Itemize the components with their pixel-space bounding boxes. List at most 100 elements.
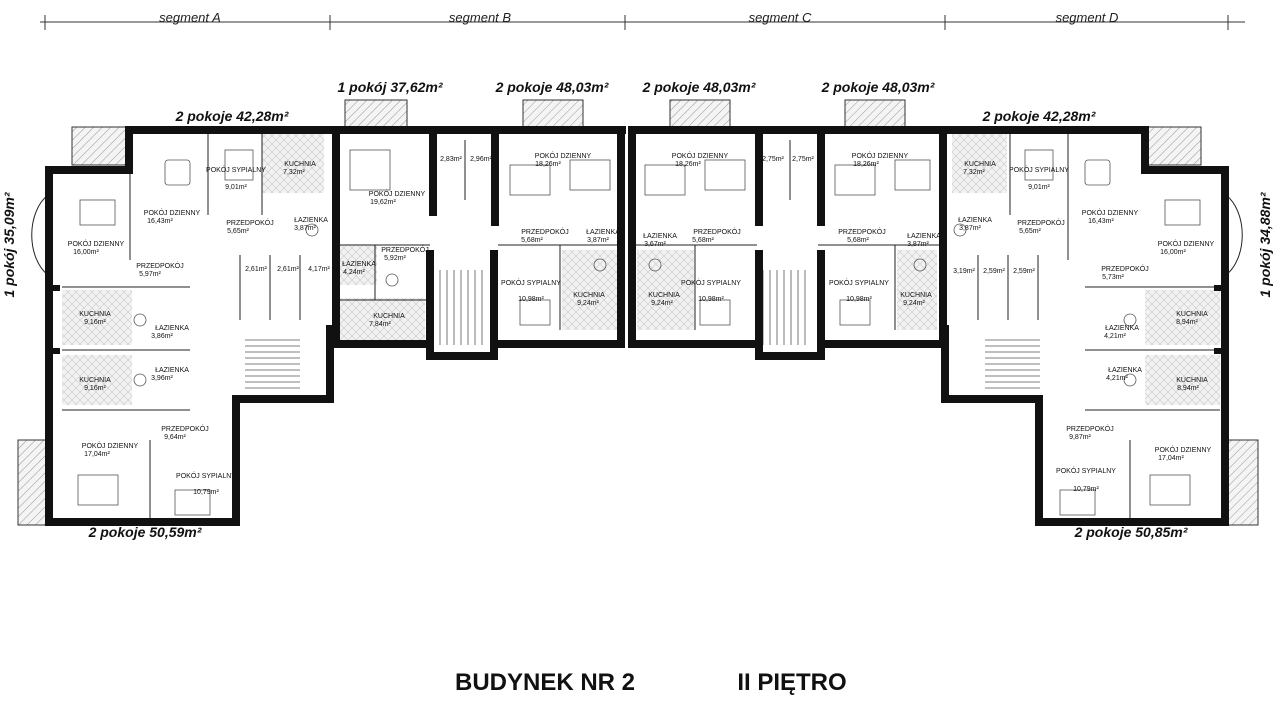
furniture bbox=[77, 149, 1201, 516]
room-name: POKÓJ DZIENNY bbox=[1158, 239, 1215, 248]
room-area: 5,97m² bbox=[139, 271, 161, 278]
storage-area: 2,61m² bbox=[245, 266, 267, 273]
room-area: 18,26m² bbox=[535, 161, 561, 168]
room-name: POKÓJ DZIENNY bbox=[68, 239, 125, 248]
apartment-label-a-bottom: 2 pokoje 50,59m² bbox=[88, 524, 202, 540]
room-area: 10,79m² bbox=[1073, 486, 1099, 493]
room-name: KUCHNIA bbox=[648, 292, 680, 299]
segment-dimension-line bbox=[40, 15, 1245, 30]
room-area: 16,00m² bbox=[73, 249, 99, 256]
room-name: KUCHNIA bbox=[1176, 311, 1208, 318]
room-name: POKÓJ SYPIALNY bbox=[681, 278, 741, 287]
room-name: ŁAZIENKA bbox=[958, 217, 992, 224]
room-name: KUCHNIA bbox=[964, 161, 996, 168]
room-name: PRZEDPOKÓJ bbox=[381, 245, 428, 254]
room-area: 3,87m² bbox=[587, 237, 609, 244]
apartment-label-b-right: 2 pokoje 48,03m² bbox=[495, 79, 609, 95]
room-area: 3,67m² bbox=[644, 241, 666, 248]
room-area: 10,98m² bbox=[518, 296, 544, 303]
balconies bbox=[17, 99, 1259, 526]
room-name: ŁAZIENKA bbox=[586, 229, 620, 236]
apartment-label-c-right: 2 pokoje 48,03m² bbox=[821, 79, 935, 95]
room-area: 8,94m² bbox=[1176, 319, 1198, 326]
storage-area: 2,96m² bbox=[470, 156, 492, 163]
room-name: POKÓJ SYPIALNY bbox=[176, 471, 236, 480]
floor-title: II PIĘTRO bbox=[737, 669, 846, 696]
room-area: 9,64m² bbox=[164, 434, 186, 441]
apartment-label-b-left: 1 pokój 37,62m² bbox=[337, 79, 442, 95]
room-area: 4,21m² bbox=[1106, 375, 1128, 382]
room-name: KUCHNIA bbox=[573, 292, 605, 299]
room-area: 9,01m² bbox=[1028, 184, 1050, 191]
room-area: 4,24m² bbox=[343, 269, 365, 276]
exterior-walls bbox=[45, 126, 1229, 526]
room-name: ŁAZIENKA bbox=[907, 233, 941, 240]
apartment-label-d-top: 2 pokoje 42,28m² bbox=[982, 108, 1096, 124]
room-area: 8,94m² bbox=[1177, 385, 1199, 392]
room-area: 9,16m² bbox=[84, 319, 106, 326]
room-name: POKÓJ DZIENNY bbox=[82, 441, 139, 450]
room-area: 16,00m² bbox=[1160, 249, 1186, 256]
storage-area: 2,83m² bbox=[440, 156, 462, 163]
room-area: 3,87m² bbox=[294, 225, 316, 232]
room-name: ŁAZIENKA bbox=[155, 325, 189, 332]
storage-area: 4,17m² bbox=[308, 266, 330, 273]
room-area: 17,04m² bbox=[84, 451, 110, 458]
storage-area: 2,59m² bbox=[983, 268, 1005, 275]
room-area: 3,86m² bbox=[151, 333, 173, 340]
room-area: 5,92m² bbox=[384, 255, 406, 262]
room-name: POKÓJ DZIENNY bbox=[144, 208, 201, 217]
room-area: 5,65m² bbox=[1019, 228, 1041, 235]
room-name: ŁAZIENKA bbox=[342, 261, 376, 268]
room-area: 9,24m² bbox=[577, 300, 599, 307]
room-name: KUCHNIA bbox=[79, 311, 111, 318]
room-area: 3,87m² bbox=[959, 225, 981, 232]
room-name: ŁAZIENKA bbox=[294, 217, 328, 224]
room-name: PRZEDPOKÓJ bbox=[1066, 424, 1113, 433]
storage-area: 2,75m² bbox=[762, 156, 784, 163]
room-area: 16,43m² bbox=[147, 218, 173, 225]
apartment-label-d-side: 1 pokój 34,88m² bbox=[1257, 192, 1273, 297]
room-name: PRZEDPOKÓJ bbox=[226, 218, 273, 227]
room-name: PRZEDPOKÓJ bbox=[1017, 218, 1064, 227]
room-name: POKÓJ SYPIALNY bbox=[829, 278, 889, 287]
room-area: 4,21m² bbox=[1104, 333, 1126, 340]
room-name: POKÓJ DZIENNY bbox=[1155, 445, 1212, 454]
room-name: PRZEDPOKÓJ bbox=[838, 227, 885, 236]
room-name: PRZEDPOKÓJ bbox=[1101, 264, 1148, 273]
room-area: 3,96m² bbox=[151, 375, 173, 382]
room-name: KUCHNIA bbox=[284, 161, 316, 168]
segment-label-a: segment A bbox=[159, 10, 221, 25]
room-area: 5,65m² bbox=[227, 228, 249, 235]
apartment-label-a-top: 2 pokoje 42,28m² bbox=[175, 108, 289, 124]
apartment-label-c-left: 2 pokoje 48,03m² bbox=[642, 79, 756, 95]
room-name: ŁAZIENKA bbox=[1108, 367, 1142, 374]
room-name: ŁAZIENKA bbox=[643, 233, 677, 240]
room-area: 5,68m² bbox=[692, 237, 714, 244]
segment-label-c: segment C bbox=[749, 10, 812, 25]
room-area: 3,87m² bbox=[907, 241, 929, 248]
room-area: 9,01m² bbox=[225, 184, 247, 191]
room-area: 7,84m² bbox=[369, 321, 391, 328]
room-name: POKÓJ DZIENNY bbox=[852, 151, 909, 160]
room-area: 19,62m² bbox=[370, 199, 396, 206]
apartment-label-a-side: 1 pokój 35,09m² bbox=[1, 192, 17, 297]
room-name: POKÓJ SYPIALNY bbox=[501, 278, 561, 287]
room-name: PRZEDPOKÓJ bbox=[521, 227, 568, 236]
room-name: KUCHNIA bbox=[79, 377, 111, 384]
room-name: KUCHNIA bbox=[900, 292, 932, 299]
storage-area: 2,59m² bbox=[1013, 268, 1035, 275]
room-area: 9,24m² bbox=[651, 300, 673, 307]
room-area: 18,26m² bbox=[853, 161, 879, 168]
room-name: POKÓJ SYPIALNY bbox=[206, 165, 266, 174]
room-name: POKÓJ DZIENNY bbox=[535, 151, 592, 160]
room-name: PRZEDPOKÓJ bbox=[161, 424, 208, 433]
room-area: 9,16m² bbox=[84, 385, 106, 392]
room-area: 5,68m² bbox=[847, 237, 869, 244]
room-area: 5,68m² bbox=[521, 237, 543, 244]
building-title: BUDYNEK NR 2 bbox=[455, 669, 635, 696]
room-area: 10,79m² bbox=[193, 489, 219, 496]
storage-area: 2,61m² bbox=[277, 266, 299, 273]
segment-label-d: segment D bbox=[1056, 10, 1119, 25]
